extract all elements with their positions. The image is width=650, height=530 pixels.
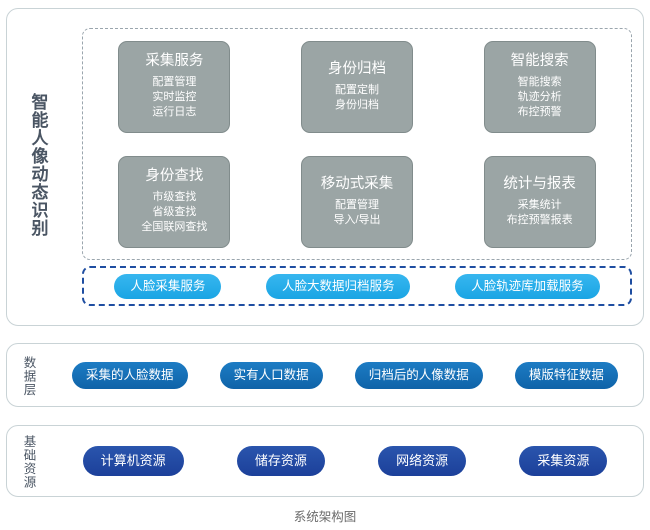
module-title: 统计与报表: [503, 176, 576, 193]
data-layer-label: 数据层: [21, 355, 36, 397]
data-layer-pill-row: 采集的人脸数据 实有人口数据 归档后的人像数据 模版特征数据: [50, 343, 640, 407]
module-title: 移动式采集: [320, 176, 394, 193]
module-item-list: 配置管理 导入/导出: [333, 198, 380, 228]
data-pill-actual-population-data[interactable]: 实有人口数据: [219, 361, 323, 389]
module-item-list: 采集统计 布控预警报表: [507, 198, 573, 228]
module-item: 全国联网查找: [141, 221, 208, 234]
module-item-list: 配置管理 实时监控 运行日志: [152, 75, 196, 121]
module-item: 布控预警: [517, 106, 562, 119]
module-item: 配置管理: [334, 198, 379, 211]
module-title: 采集服务: [145, 53, 204, 70]
module-item: 配置定制: [334, 83, 379, 96]
module-card-statistics-reports[interactable]: 统计与报表 采集统计 布控预警报表: [483, 155, 596, 248]
module-item: 身份归档: [334, 98, 379, 111]
module-title: 身份查找: [145, 168, 204, 185]
infrastructure-pill-row: 计算机资源 储存资源 网络资源 采集资源: [50, 425, 640, 497]
module-card-collection-service[interactable]: 采集服务 配置管理 实时监控 运行日志: [118, 40, 231, 133]
data-pill-template-feature-data[interactable]: 模版特征数据: [514, 361, 618, 389]
service-pill-face-track-library-load[interactable]: 人脸轨迹库加载服务: [455, 273, 600, 299]
service-pill-row: 人脸采集服务 人脸大数据归档服务 人脸轨迹库加载服务: [84, 268, 630, 304]
module-item: 采集统计: [517, 198, 562, 211]
module-card-identity-lookup[interactable]: 身份查找 市级查找 省级查找 全国联网查找: [118, 155, 231, 248]
module-item: 配置管理: [152, 76, 197, 89]
module-item: 导入/导出: [333, 213, 381, 226]
module-item-list: 市级查找 省级查找 全国联网查找: [141, 190, 207, 236]
infra-pill-compute-resource[interactable]: 计算机资源: [82, 446, 184, 476]
data-pill-collected-face-data[interactable]: 采集的人脸数据: [72, 361, 188, 389]
infra-pill-network-resource[interactable]: 网络资源: [378, 446, 467, 476]
infra-pill-storage-resource[interactable]: 储存资源: [236, 446, 325, 476]
module-item: 智能搜索: [517, 76, 562, 89]
data-pill-archived-portrait-data[interactable]: 归档后的人像数据: [354, 361, 483, 389]
service-pill-face-bigdata-archive[interactable]: 人脸大数据归档服务: [265, 273, 411, 299]
diagram-caption: 系统架构图: [293, 510, 357, 524]
infrastructure-layer-label: 基础资源: [21, 435, 36, 489]
module-item: 省级查找: [152, 206, 197, 219]
module-title: 智能搜索: [510, 53, 569, 70]
module-item: 轨迹分析: [517, 91, 562, 104]
module-title: 身份归档: [327, 61, 386, 78]
service-strip-dashed-border: 人脸采集服务 人脸大数据归档服务 人脸轨迹库加载服务: [82, 266, 632, 306]
module-item-list: 配置定制 身份归档: [335, 83, 379, 113]
application-layer-label: 智能人像动态识别: [28, 93, 48, 237]
module-card-mobile-collection[interactable]: 移动式采集 配置管理 导入/导出: [300, 155, 413, 248]
service-pill-face-collection[interactable]: 人脸采集服务: [114, 273, 222, 299]
module-item: 布控预警报表: [506, 213, 573, 226]
module-item-list: 智能搜索 轨迹分析 布控预警: [518, 75, 562, 121]
infra-pill-collection-resource[interactable]: 采集资源: [519, 446, 608, 476]
module-card-smart-search[interactable]: 智能搜索 智能搜索 轨迹分析 布控预警: [483, 40, 596, 133]
module-item: 实时监控: [152, 91, 197, 104]
module-item: 运行日志: [152, 106, 197, 119]
module-grid: 采集服务 配置管理 实时监控 运行日志 身份归档 配置定制 身份归档 智能搜索 …: [83, 29, 631, 259]
module-card-identity-archive[interactable]: 身份归档 配置定制 身份归档: [300, 40, 413, 133]
module-item: 市级查找: [152, 191, 197, 204]
module-group-dashed-border: 采集服务 配置管理 实时监控 运行日志 身份归档 配置定制 身份归档 智能搜索 …: [82, 28, 632, 260]
